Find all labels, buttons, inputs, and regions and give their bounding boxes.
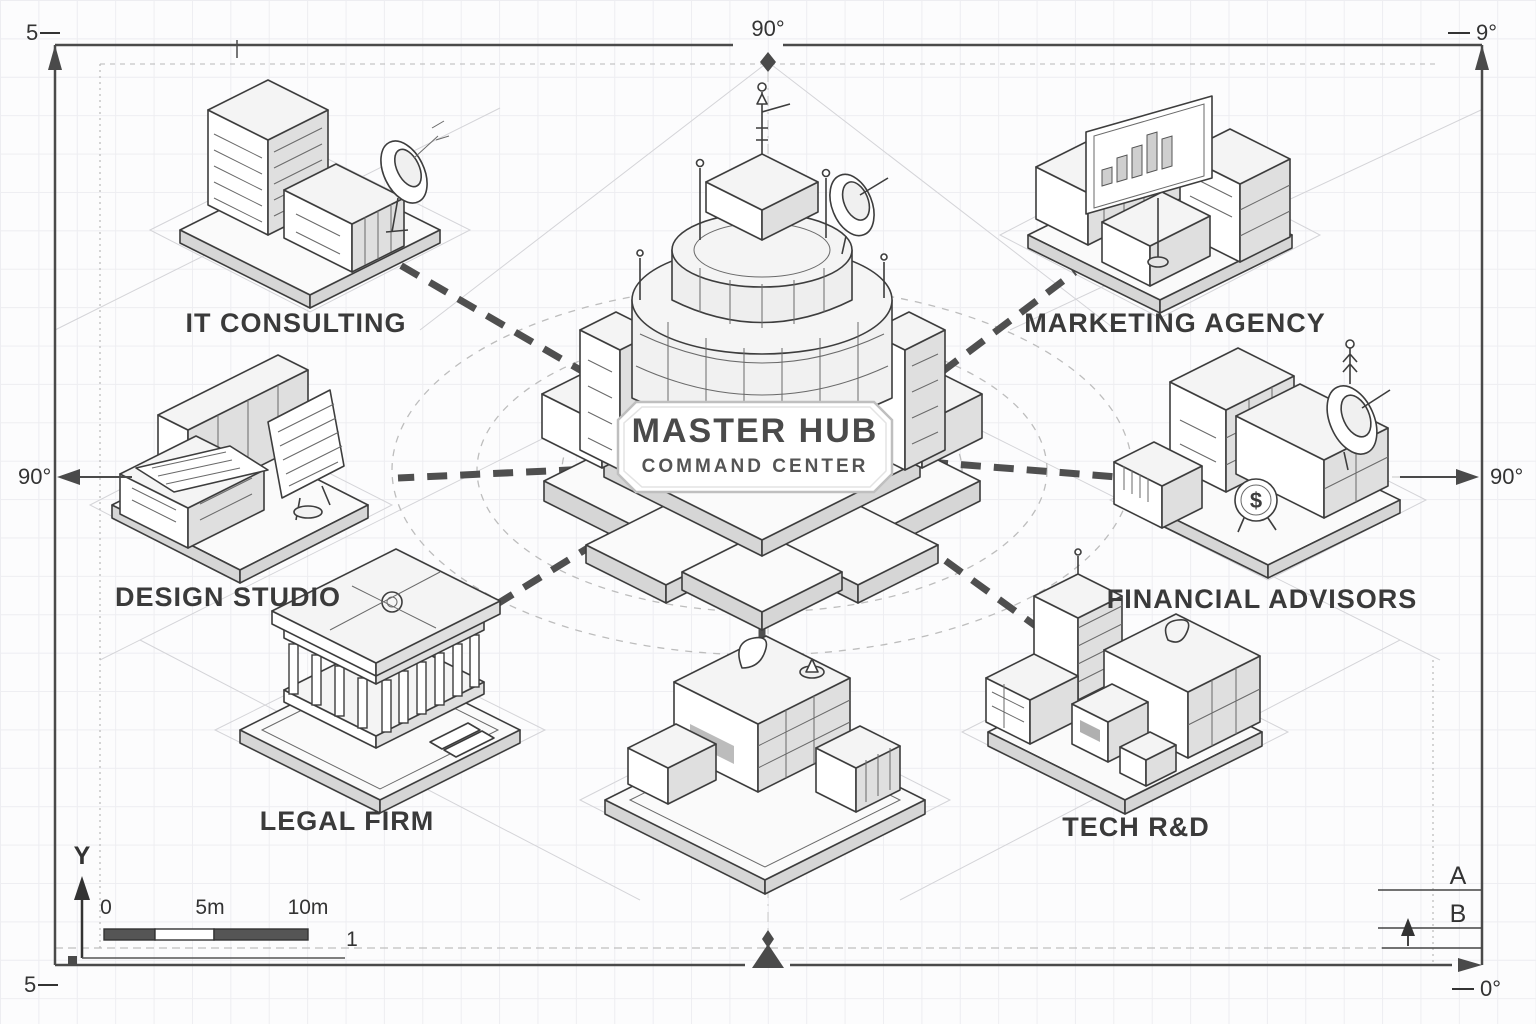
building-it-consulting — [179, 79, 450, 309]
frame-label-top-center: 90° — [751, 16, 785, 41]
frame-markers — [48, 45, 1489, 972]
label-dashes — [38, 32, 1474, 990]
label-legal-firm: LEGAL FIRM — [259, 806, 435, 836]
angle-arrowheads — [57, 469, 1479, 485]
building-master-hub — [541, 82, 983, 631]
bottom-triangle-marker — [752, 944, 784, 968]
bottom-diamond-marker — [762, 930, 774, 948]
building-south-annex — [604, 635, 926, 895]
label-tech-rnd: TECH R&D — [1062, 812, 1210, 842]
scale-tick-10: 10m — [287, 896, 329, 919]
scale-bar — [103, 928, 309, 941]
section-lines — [1378, 889, 1482, 949]
dollar-badge-icon: $ — [1234, 478, 1278, 533]
antenna-mast-icon — [636, 82, 888, 300]
section-a-label: A — [1449, 862, 1467, 890]
label-financial-advisors: FINANCIAL ADVISORS — [1106, 584, 1418, 614]
frame-label-top-left: 5 — [26, 20, 39, 45]
easel-canvas-icon — [267, 389, 345, 521]
connector-financial-advisors — [927, 458, 1131, 482]
scale-tick-5: 5m — [195, 896, 225, 919]
wreath-emblem-icon — [329, 571, 441, 631]
building-financial-advisors: $ — [1113, 339, 1401, 579]
hub-title: MASTER HUB — [631, 412, 879, 450]
section-b-label: B — [1449, 900, 1467, 928]
antenna-icon — [1342, 339, 1358, 384]
frame-label-top-right: 9° — [1476, 20, 1498, 45]
billboard-icon — [1085, 95, 1213, 268]
drafting-canvas-icon — [135, 445, 269, 493]
label-marketing-agency: MARKETING AGENCY — [1024, 308, 1326, 338]
building-legal-firm — [239, 548, 521, 814]
building-marketing-agency — [1027, 95, 1293, 314]
svg-text:$: $ — [1250, 488, 1262, 513]
hub-sign-plaque — [616, 400, 894, 494]
frame-label-mid-right: 90° — [1490, 464, 1524, 489]
frame-label-bottom-right: 0° — [1480, 976, 1502, 1001]
satellite-dish-icon — [829, 173, 889, 255]
scale-tick-0: 0 — [100, 896, 112, 919]
building-design-studio — [111, 354, 369, 584]
label-design-studio: DESIGN STUDIO — [114, 582, 342, 612]
building-tech-rnd — [985, 548, 1263, 815]
y-axis — [74, 876, 345, 959]
top-diamond-marker — [760, 52, 776, 72]
satellite-dish-icon — [1326, 339, 1391, 471]
frame-label-bottom-left: 5 — [24, 972, 37, 997]
label-it-consulting: IT CONSULTING — [185, 308, 407, 338]
frame-label-mid-left: 90° — [18, 464, 52, 489]
satellite-dish-icon — [380, 120, 450, 233]
section-arrowhead — [1401, 918, 1415, 936]
hub-subtitle: COMMAND CENTER — [641, 456, 869, 477]
drawing-frame — [53, 40, 1484, 967]
x-tick-label: 1 — [346, 928, 358, 951]
y-axis-label: Y — [73, 842, 91, 870]
roof-sculpture-icon — [738, 636, 825, 679]
